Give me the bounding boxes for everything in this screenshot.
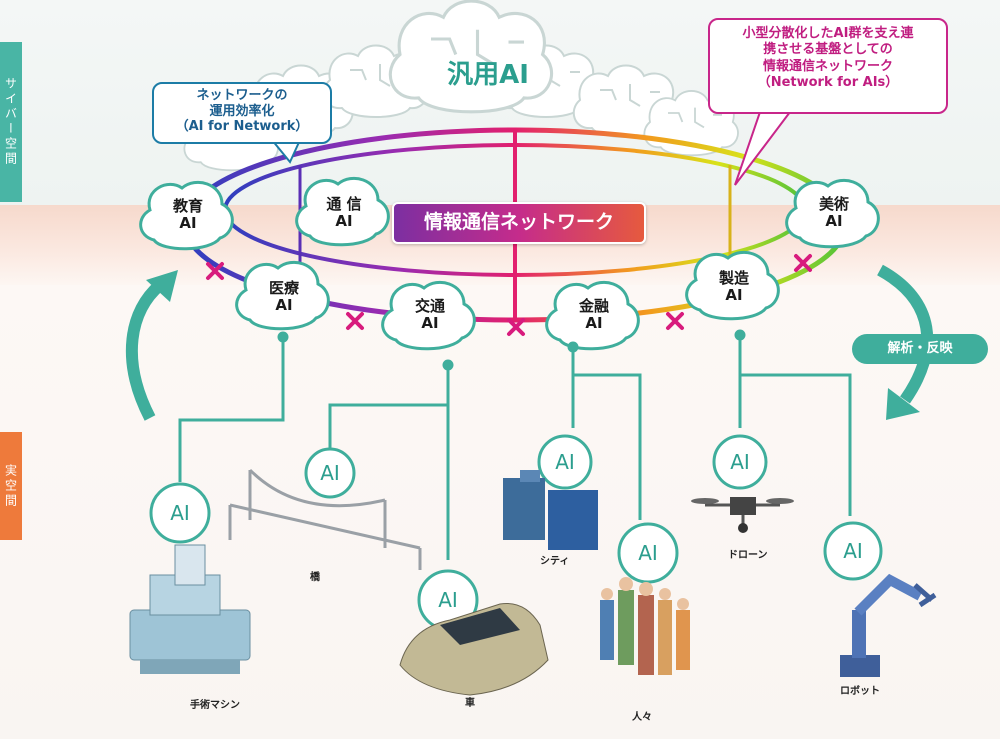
ai-node-label: AI [730, 450, 750, 474]
callout-ai-for-network: ネットワークの 運用効率化 （AI for Network） [152, 82, 332, 144]
cross-mark [794, 254, 812, 272]
ai-node-label: AI [555, 450, 575, 474]
ai-node-label: AI [843, 539, 863, 563]
ai-node-label: AI [438, 588, 458, 612]
feedback-arrow-left [125, 280, 165, 421]
brain-traffic [381, 280, 476, 351]
callout-line: 情報通信ネットワーク [762, 58, 893, 74]
city-icon [503, 470, 598, 550]
brain-education [139, 180, 234, 251]
brain-finance [545, 280, 640, 351]
callout-left-pointer [271, 139, 301, 164]
disconnect-marks [206, 254, 812, 336]
callout-line: 携させる基盤としての [763, 42, 893, 58]
brain-art [785, 178, 880, 249]
people-icon [600, 577, 690, 675]
drone-label: ドローン [728, 550, 768, 561]
callout-line: 小型分散化したAI群を支え連 [742, 26, 914, 41]
callout-line: ネットワークの [196, 88, 288, 103]
surgery-machine-label: 手術マシン [190, 700, 240, 711]
car-icon [399, 602, 549, 696]
ai-node-label: AI [638, 541, 658, 565]
callout-line: （AI for Network） [175, 119, 309, 135]
real-space-tab: 実空間 [0, 432, 22, 540]
robot-arm-icon [840, 573, 937, 677]
cross-mark [206, 262, 224, 280]
analysis-reflection-label: 解析・反映 [852, 334, 988, 364]
cross-mark [507, 318, 525, 336]
analysis-arrow-right [877, 264, 934, 404]
cross-mark [666, 312, 684, 330]
robot-label: ロボット [840, 686, 880, 697]
callout-right-pointer [734, 111, 791, 186]
arrow-head-icon [886, 388, 920, 420]
connector-lines [178, 329, 852, 560]
general-ai-label: 汎用AI [447, 60, 529, 90]
people-label: 人々 [632, 712, 652, 723]
ai-node-circles [149, 434, 883, 631]
arrow-head-icon [146, 270, 178, 302]
brain-medical [235, 260, 330, 331]
city-label: シティ [540, 556, 570, 567]
domain-brains [139, 176, 880, 351]
brain-manufacturing [685, 250, 780, 321]
callout-line: 運用効率化 [209, 103, 275, 119]
drone-icon [691, 497, 794, 533]
bridge-icon [228, 468, 422, 570]
callout-network-for-ais: 小型分散化したAI群を支え連 携させる基盤としての 情報通信ネットワーク （Ne… [708, 18, 948, 114]
callout-line: （Network for AIs） [757, 74, 899, 90]
ai-node-label: AI [320, 461, 340, 485]
brain-telecom [295, 176, 390, 247]
network-label: 情報通信ネットワーク [392, 202, 646, 244]
bridge-label: 橋 [310, 572, 320, 583]
cyber-space-tab: サイバー空間 [0, 42, 22, 202]
surgery-machine-icon [129, 544, 251, 674]
ai-node-label: AI [170, 501, 190, 525]
car-label: 車 [465, 698, 475, 709]
cross-mark [346, 312, 364, 330]
